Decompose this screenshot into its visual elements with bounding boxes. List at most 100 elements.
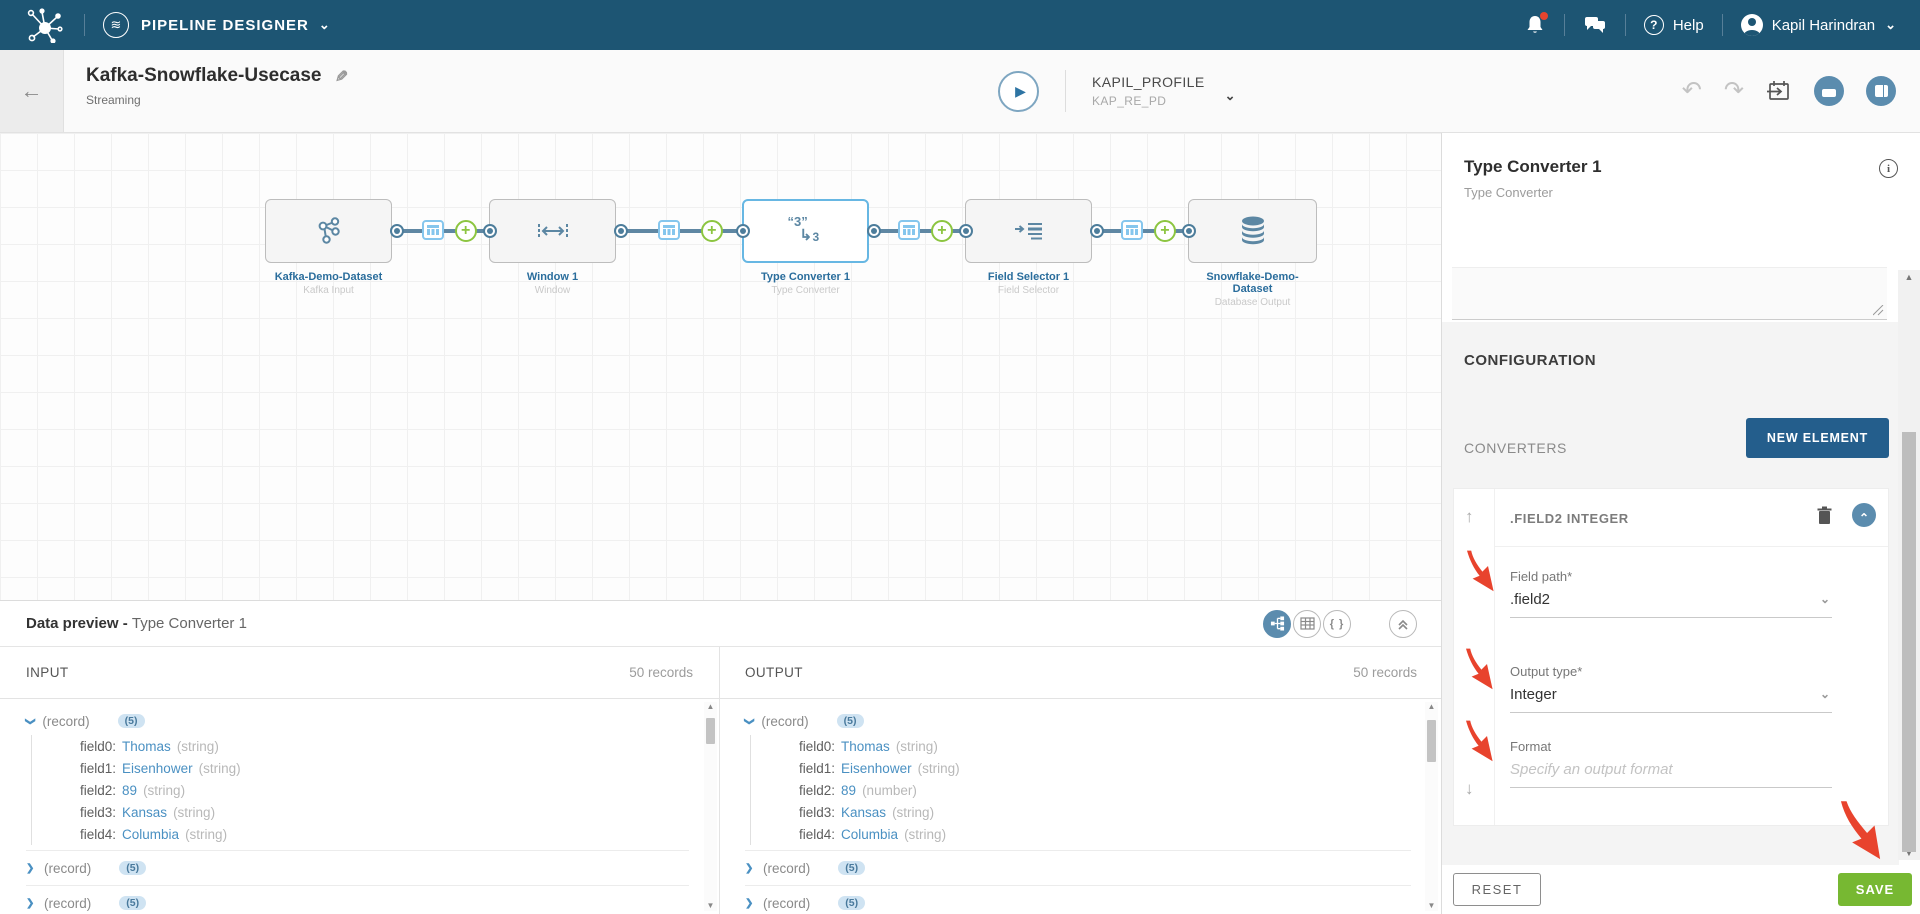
user-name[interactable]: Kapil Harindran [1771, 16, 1876, 34]
scroll-up-icon[interactable]: ▲ [706, 702, 715, 711]
scrollbar-thumb[interactable] [1427, 720, 1436, 762]
dock-right-icon [1874, 85, 1888, 97]
input-record-count: 50 records [629, 665, 693, 680]
scroll-up-icon[interactable]: ▲ [1904, 272, 1914, 282]
move-up-icon[interactable]: ↑ [1465, 507, 1474, 526]
scroll-down-icon[interactable]: ▼ [1427, 901, 1436, 910]
profile-name[interactable]: KAPIL_PROFILE [1092, 74, 1205, 90]
divider [1495, 546, 1888, 547]
delete-converter-icon[interactable] [1816, 506, 1833, 525]
output-port[interactable] [390, 224, 404, 238]
node-kafka-demo-dataset[interactable]: Kafka-Demo-Dataset Kafka Input [265, 199, 392, 296]
expand-record-icon[interactable]: ❯ [26, 897, 35, 909]
output-port[interactable] [867, 224, 881, 238]
node-type-converter-1[interactable]: “3” ↳ 3 Type Converter 1 Type Converter [742, 199, 869, 296]
resize-handle-icon[interactable] [1873, 305, 1884, 316]
schema-badge-icon[interactable] [421, 220, 444, 240]
input-port[interactable] [736, 224, 750, 238]
schema-badge-icon[interactable] [898, 220, 921, 240]
profile-chevron-down-icon[interactable]: ⌄ [1224, 88, 1236, 103]
scroll-up-icon[interactable]: ▲ [1427, 702, 1436, 711]
messages-icon[interactable] [1583, 15, 1607, 35]
redo-icon[interactable]: ↷ [1723, 77, 1744, 104]
input-port[interactable] [1182, 224, 1196, 238]
format-input[interactable]: Specify an output format [1510, 761, 1832, 788]
input-tree-scrollbar[interactable]: ▲ ▼ [704, 702, 717, 911]
stage-description-field[interactable] [1452, 267, 1887, 320]
edit-title-icon[interactable]: ✎ [331, 69, 349, 83]
input-port[interactable] [959, 224, 973, 238]
stage-config-panel: Type Converter 1 Type Converter i CONFIG… [1441, 133, 1920, 914]
product-name[interactable]: PIPELINE DESIGNER [141, 16, 309, 34]
json-view-button[interactable]: { } [1323, 609, 1351, 638]
panel-scrollbar[interactable]: ▲ ▼ [1898, 270, 1920, 860]
user-avatar-icon[interactable] [1740, 14, 1763, 36]
collapse-record-icon[interactable]: ❯ [743, 716, 755, 726]
output-port[interactable] [614, 224, 628, 238]
input-port[interactable] [483, 224, 497, 238]
field-selector-icon [1014, 221, 1044, 241]
scroll-down-icon[interactable]: ▼ [706, 901, 715, 910]
field-path-select[interactable]: .field2 ⌄ [1510, 591, 1832, 618]
connector: + [1090, 199, 1196, 263]
record-row[interactable]: ❯(record)(5) [745, 856, 1411, 880]
record-row[interactable]: ❯(record)(5) [24, 709, 689, 733]
record-row[interactable]: ❯(record)(5) [743, 709, 1411, 733]
collapse-converter-button[interactable]: ⌃ [1852, 503, 1876, 527]
help-label[interactable]: Help [1672, 16, 1704, 34]
node-window-1[interactable]: Window 1 Window [489, 199, 616, 296]
run-pipeline-button[interactable]: ▶ [998, 70, 1039, 112]
stage-type: Type Converter [1464, 185, 1553, 200]
save-button[interactable]: SAVE [1838, 873, 1912, 906]
record-row[interactable]: ❯(record)(5) [26, 891, 689, 914]
collapse-record-icon[interactable]: ❯ [24, 716, 36, 726]
collapse-preview-button[interactable] [1389, 609, 1417, 638]
app-logo-icon[interactable] [24, 7, 66, 43]
schema-badge-icon[interactable] [1121, 220, 1144, 240]
back-button[interactable]: ← [0, 50, 64, 132]
kafka-icon [314, 216, 344, 246]
record-row[interactable]: ❯(record)(5) [745, 891, 1411, 914]
preview-title: Data preview - Type Converter 1 [26, 615, 247, 632]
scrollbar-thumb[interactable] [1902, 432, 1916, 852]
node-snowflake-demo-dataset[interactable]: Snowflake-Demo-Dataset Database Output [1188, 199, 1317, 308]
table-view-button[interactable] [1293, 609, 1321, 638]
schedule-job-icon[interactable] [1766, 78, 1792, 104]
scrollbar-thumb[interactable] [706, 718, 715, 744]
undo-icon[interactable]: ↶ [1681, 77, 1702, 104]
pipeline-canvas[interactable]: Kafka-Demo-Dataset Kafka Input + [0, 133, 1441, 600]
input-record-tree: ❯(record)(5)field0:Thomas(string)field1:… [0, 699, 720, 914]
node-field-selector-1[interactable]: Field Selector 1 Field Selector [965, 199, 1092, 296]
add-stage-icon[interactable]: + [930, 220, 953, 242]
record-count-badge: (5) [838, 861, 866, 875]
output-tree-scrollbar[interactable]: ▲ ▼ [1425, 702, 1438, 911]
chevron-down-icon: ⌄ [1819, 687, 1830, 701]
record-field: field1:Eisenhower(string) [80, 760, 241, 776]
notifications-bell-icon[interactable] [1524, 12, 1548, 36]
input-column-label: INPUT [26, 665, 69, 680]
reset-button[interactable]: RESET [1453, 873, 1541, 906]
expand-record-icon[interactable]: ❯ [745, 897, 754, 909]
expand-record-icon[interactable]: ❯ [745, 862, 754, 874]
add-stage-icon[interactable]: + [700, 220, 723, 242]
move-down-icon[interactable]: ↓ [1465, 779, 1474, 798]
output-port[interactable] [1090, 224, 1104, 238]
help-icon[interactable]: ? [1643, 15, 1664, 35]
record-field: field0:Thomas(string) [799, 738, 938, 754]
info-icon[interactable]: i [1879, 159, 1898, 178]
pipeline-mode: Streaming [86, 93, 141, 107]
new-element-button[interactable]: NEW ELEMENT [1746, 418, 1889, 458]
add-stage-icon[interactable]: + [1153, 220, 1176, 242]
scroll-down-icon[interactable]: ▼ [1904, 848, 1914, 858]
toggle-preview-panel-button[interactable] [1814, 76, 1844, 106]
schema-badge-icon[interactable] [657, 220, 680, 240]
chevron-down-icon[interactable]: ⌄ [1885, 17, 1896, 32]
add-stage-icon[interactable]: + [454, 220, 477, 242]
chevron-down-icon[interactable]: ⌄ [318, 17, 330, 32]
toggle-config-panel-button[interactable] [1866, 76, 1896, 106]
tree-view-button[interactable] [1263, 609, 1291, 638]
output-type-select[interactable]: Integer ⌄ [1510, 686, 1832, 713]
record-row[interactable]: ❯(record)(5) [26, 856, 689, 880]
record-count-badge: (5) [117, 714, 145, 728]
expand-record-icon[interactable]: ❯ [26, 862, 35, 874]
